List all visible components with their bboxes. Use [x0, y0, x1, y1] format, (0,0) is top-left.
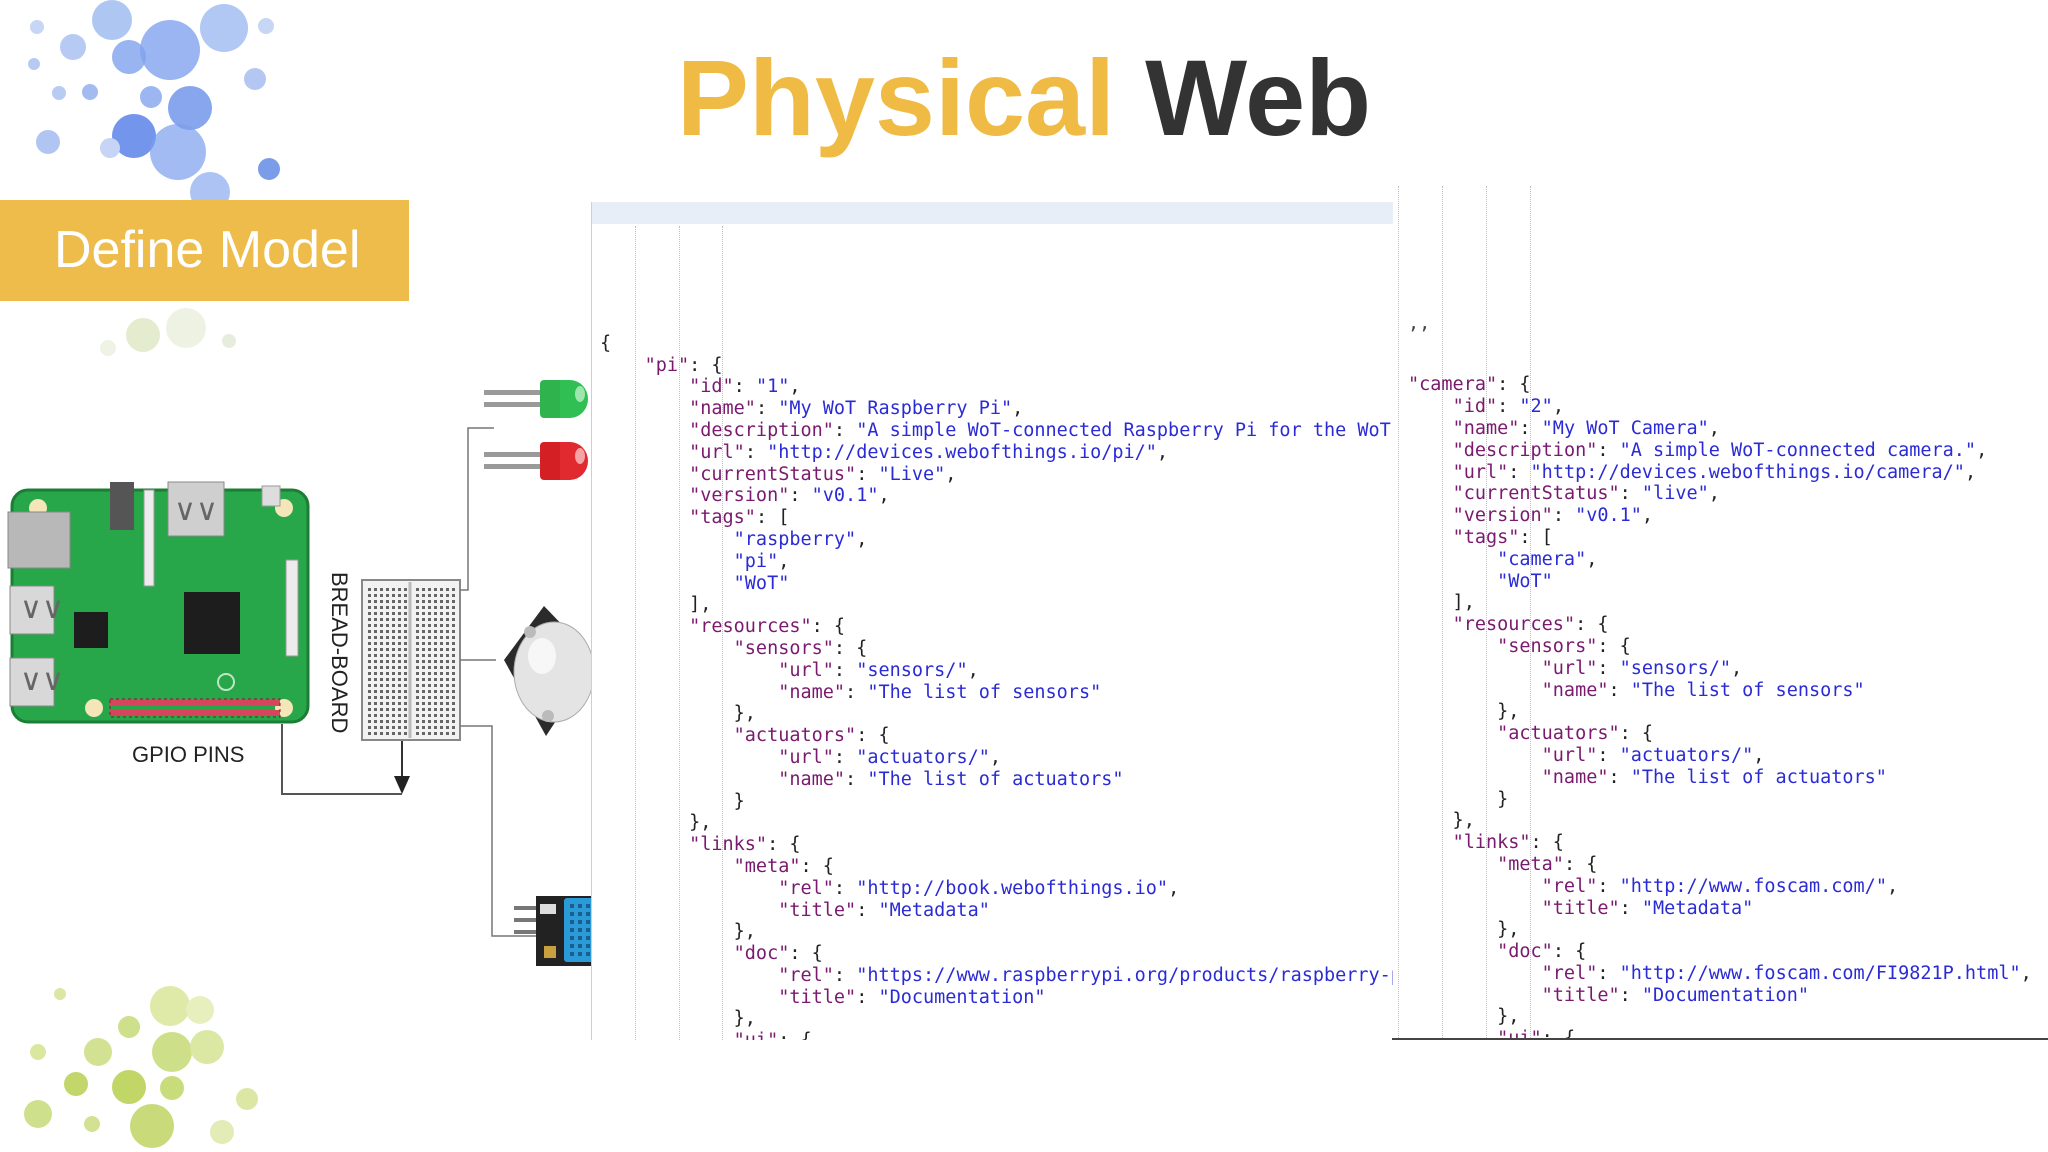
title-word-physical: Physical	[676, 37, 1116, 158]
hardware-diagram: ∨∨ ∨∨ ∨∨ GPIO PINS BREAD-BOARD	[7, 380, 628, 966]
code-line: ],	[1408, 592, 1475, 614]
code-line: "url": "actuators/",	[1541, 744, 1765, 766]
code-line: "name": "The list of sensors"	[778, 681, 1102, 703]
code-line: "tags": [	[689, 507, 790, 529]
code-line: "doc": {	[1497, 941, 1587, 963]
code-line: "name": "My WoT Raspberry Pi",	[689, 398, 1024, 420]
code-line: }	[1408, 788, 1509, 810]
code-line: "ui": {	[600, 1030, 1393, 1040]
code-line: "sensors": {	[733, 637, 868, 659]
code-line: "rel": "https://www.raspberrypi.org/prod…	[778, 964, 1393, 986]
section-banner: Define Model	[0, 200, 409, 301]
code-line: "name": "The list of actuators"	[778, 768, 1124, 790]
raspberry-pi-board: ∨∨ ∨∨ ∨∨	[7, 481, 310, 724]
code-line: "url": "http://devices.webofthings.io/pi…	[689, 441, 1169, 463]
code-line: "rel": "http://book.webofthings.io",	[778, 877, 1180, 899]
editor-current-line-highlight	[592, 202, 1393, 224]
code-line: "title": "Metadata"	[1541, 897, 1754, 919]
code-line: "actuators": {	[1497, 723, 1654, 745]
decorative-bubbles-bottom	[0, 980, 300, 1152]
code-line: "ui": {	[1497, 1028, 1576, 1040]
code-line: "WoT"	[733, 572, 790, 594]
code-line: },	[600, 921, 756, 943]
svg-text:∨∨: ∨∨	[174, 493, 218, 528]
title-word-web: Web	[1145, 37, 1372, 158]
code-line: {	[600, 332, 612, 354]
code-line: ],	[600, 594, 712, 616]
code-line: },	[600, 1008, 756, 1030]
code-line: "id": "2",	[1452, 396, 1564, 418]
code-line: "raspberry",	[733, 528, 868, 550]
code-line: "url": "actuators/",	[778, 746, 1001, 768]
code-line: },	[1408, 919, 1520, 941]
code-line: "title": "Documentation"	[778, 986, 1046, 1008]
breadboard	[361, 579, 461, 741]
code-line: "name": "My WoT Camera",	[1452, 417, 1720, 439]
code-line: "name": "The list of actuators"	[1541, 766, 1887, 788]
code-line: "description": "A simple WoT-connected c…	[1452, 439, 1988, 461]
breadboard-label: BREAD-BOARD	[327, 572, 352, 733]
json-model-pi: { "pi": { "id": "1", "name": "My WoT Ras…	[591, 202, 1393, 1040]
code-line: },	[1408, 810, 1475, 832]
svg-text:∨∨: ∨∨	[20, 663, 64, 698]
code-line: "links": {	[689, 834, 801, 856]
code-line: "name": "The list of sensors"	[1541, 679, 1865, 701]
code-line: },	[600, 703, 756, 725]
code-line: "version": "v0.1",	[689, 485, 890, 507]
code-line: "url": "http://devices.webofthings.io/ca…	[1452, 461, 1977, 483]
code-line: "description": "A simple WoT-connected R…	[689, 419, 1391, 441]
code-line: },	[1408, 701, 1520, 723]
code-line: "resources": {	[1452, 614, 1609, 636]
json-model-camera: ,, "camera": { "id": "2", "name": "My Wo…	[1396, 186, 2048, 1040]
code-line: "pi": {	[644, 354, 723, 376]
code-line: "doc": {	[733, 943, 823, 965]
code-line: "meta": {	[1497, 853, 1598, 875]
code-line: "camera",	[1497, 548, 1598, 570]
code-line: "rel": "http://www.foscam.com/FI9821P.ht…	[1541, 962, 2032, 984]
code-line: "actuators": {	[733, 725, 890, 747]
code-line: "tags": [	[1452, 526, 1553, 548]
code-line: },	[1408, 1006, 1520, 1028]
svg-text:∨∨: ∨∨	[20, 591, 64, 626]
code-line: "sensors": {	[1497, 635, 1631, 657]
code-line: "links": {	[1452, 832, 1564, 854]
code-line: }	[600, 790, 745, 812]
decorative-bubbles-mid	[0, 290, 300, 370]
code-line: "version": "v0.1",	[1452, 505, 1654, 527]
pir-motion-sensor	[504, 606, 596, 736]
code-line: "meta": {	[733, 855, 834, 877]
code-line: "title": "Metadata"	[778, 899, 990, 921]
code-line: "camera": {	[1408, 374, 1531, 396]
code-line: "WoT"	[1497, 570, 1553, 592]
green-led	[484, 380, 588, 418]
code-line: "pi",	[733, 550, 790, 572]
code-line: "url": "sensors/",	[1541, 657, 1743, 679]
code-line: "currentStatus": "live",	[1452, 483, 1720, 505]
code-line: "resources": {	[689, 616, 846, 638]
slide-title: Physical Web	[0, 38, 2048, 158]
red-led	[484, 442, 588, 480]
code-line: "rel": "http://www.foscam.com/",	[1541, 875, 1899, 897]
code-line: "id": "1",	[689, 376, 801, 398]
code-line: "url": "sensors/",	[778, 659, 979, 681]
code-line: "title": "Documentation"	[1541, 984, 1809, 1006]
code-line: },	[600, 812, 712, 834]
gpio-pins-label: GPIO PINS	[132, 742, 244, 767]
panel-bottom-rule	[1392, 1038, 2048, 1040]
code-line: "currentStatus": "Live",	[689, 463, 957, 485]
